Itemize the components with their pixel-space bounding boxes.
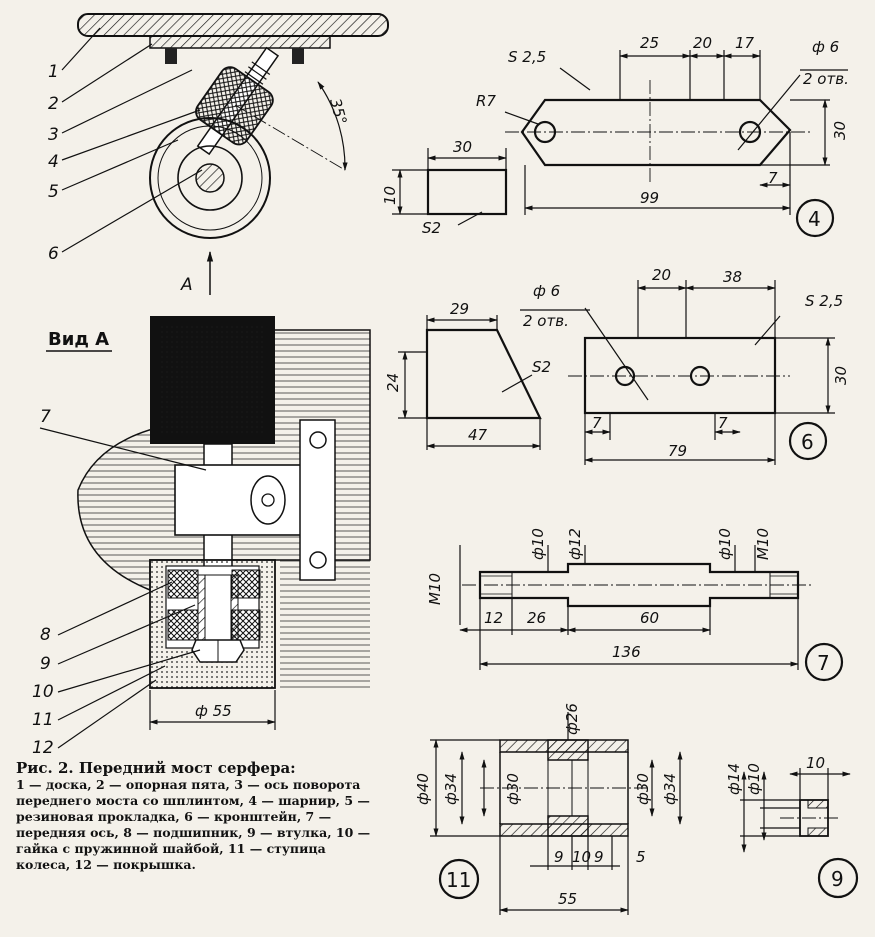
callout-2: 2 xyxy=(48,94,59,114)
part-6-dim-30: 30 xyxy=(832,366,850,385)
part-11-dim-9a: 9 xyxy=(554,848,564,866)
part-11-phi26: ф26 xyxy=(563,703,581,735)
support-heel xyxy=(149,35,331,49)
part-6-dim-38: 38 xyxy=(723,268,742,286)
axle-hub xyxy=(195,163,225,193)
part-4-thickness: S 2,5 xyxy=(508,48,546,66)
callout-7: 7 xyxy=(40,407,51,427)
part-7-m10-left: М10 xyxy=(426,573,444,605)
caption-body: 1 — доска, 2 — опорная пята, 3 — ось пов… xyxy=(16,777,371,872)
part-9-dim-10: 10 xyxy=(806,754,825,772)
part-6-wedge xyxy=(425,328,542,420)
part-9-phi14: ф14 xyxy=(725,763,743,795)
part-6-dim-7a: 7 xyxy=(592,414,602,432)
part-7-dim-26: 26 xyxy=(527,609,546,627)
part-4-strip-length: 30 xyxy=(453,138,472,156)
callout-4: 4 xyxy=(48,152,59,172)
part-7-phi12: ф12 xyxy=(566,528,584,560)
part-7-phi10-left: ф10 xyxy=(529,528,547,560)
part-4-detail: S 2,5 R7 ф 6 2 отв. 25 20 17 30 7 99 30 … xyxy=(381,34,849,238)
part-11-phi30-right: ф30 xyxy=(634,773,652,805)
part-4-dim-30: 30 xyxy=(831,121,849,140)
part-6-wedge-height: 24 xyxy=(384,373,402,392)
part-4-strip-height: 10 xyxy=(381,186,399,205)
part-4-number: 4 xyxy=(808,207,821,231)
part-6-plate xyxy=(583,336,777,415)
part-6-dim-7b: 7 xyxy=(718,414,728,432)
part-11-phi40: ф40 xyxy=(414,773,432,805)
part-11-dim-9b: 9 xyxy=(594,848,604,866)
part-9-number: 9 xyxy=(831,867,844,891)
figure-caption: Рис. 2. Передний мост серфера: 1 — доска… xyxy=(16,760,376,873)
callout-5: 5 xyxy=(48,182,59,202)
rubber-pad xyxy=(195,66,274,146)
part-11-dim-55: 55 xyxy=(558,890,577,908)
part-6-wedge-thickness: S2 xyxy=(532,358,551,376)
part-4-strip-thickness: S2 xyxy=(422,219,441,237)
part-6-number: 6 xyxy=(801,430,814,454)
part-11-detail: ф26 ф40 ф34 ф30 ф30 ф34 9 10 9 5 55 11 xyxy=(414,703,683,915)
part-11-phi30-left: ф30 xyxy=(504,773,522,805)
part-11-number: 11 xyxy=(446,868,471,892)
part-9-phi10: ф10 xyxy=(745,763,763,795)
callout-11: 11 xyxy=(32,710,54,730)
part-6-wedge-top: 29 xyxy=(450,300,469,318)
part-7-dim-60: 60 xyxy=(640,609,659,627)
part-9-detail: ф14 ф10 10 9 xyxy=(725,754,859,899)
callout-6: 6 xyxy=(48,244,59,264)
callout-3: 3 xyxy=(48,125,59,145)
callout-1: 1 xyxy=(48,62,59,82)
wheel-outer xyxy=(149,117,271,239)
part-4-holes-count: 2 отв. xyxy=(803,70,849,88)
bearing xyxy=(167,569,199,599)
part-11-dim-10: 10 xyxy=(572,848,591,866)
part-7-phi10-right: ф10 xyxy=(716,528,734,560)
part-6-dim-20: 20 xyxy=(652,266,671,284)
part-11-phi34-left: ф34 xyxy=(442,773,460,805)
part-4-number-circle xyxy=(795,198,835,238)
part-6-thickness: S 2,5 xyxy=(805,292,843,310)
callout-9: 9 xyxy=(40,654,51,674)
part-11-phi34-right: ф34 xyxy=(661,773,679,805)
part-9-number-circle xyxy=(817,857,859,899)
part-11-number-circle xyxy=(438,858,480,900)
part-7-detail: М10 ф10 ф12 ф10 М10 12 26 60 136 7 xyxy=(426,528,844,682)
part-6-dim-79: 79 xyxy=(668,442,687,460)
part-4-dim-25: 25 xyxy=(640,34,659,52)
part-7-number: 7 xyxy=(817,651,830,675)
part-4-radius: R7 xyxy=(476,92,496,110)
callout-8: 8 xyxy=(40,625,51,645)
part-6-detail: ф 6 2 отв. S 2,5 20 38 30 7 79 7 29 24 4… xyxy=(384,266,850,465)
callout-10: 10 xyxy=(32,682,54,702)
part-7-dim-136: 136 xyxy=(612,643,641,661)
part-6-number-circle xyxy=(788,421,828,461)
part-4-dim-17: 17 xyxy=(735,34,755,52)
hub-diameter: ф 55 xyxy=(195,702,232,720)
part-6-holes-count: 2 отв. xyxy=(523,312,569,330)
side-view: 35° 1 2 3 4 5 6 А xyxy=(48,13,389,295)
angle-label: 35° xyxy=(326,96,350,126)
part-6-holes: ф 6 xyxy=(533,282,560,300)
part-4-plate xyxy=(520,98,792,167)
board xyxy=(77,13,389,37)
part-7-m10-right: М10 xyxy=(754,528,772,560)
view-arrow-label: А xyxy=(180,275,193,295)
caption-title: Рис. 2. Передний мост серфера: xyxy=(16,759,296,777)
part-6-wedge-bottom: 47 xyxy=(468,426,488,444)
view-a: Вид А ф 55 xyxy=(32,316,371,758)
part-4-dim-99: 99 xyxy=(640,189,659,207)
part-4-strip xyxy=(426,168,508,216)
part-4-dim-7: 7 xyxy=(768,169,778,187)
part-7-dim-12: 12 xyxy=(484,609,503,627)
view-a-title: Вид А xyxy=(48,329,109,350)
part-4-holes: ф 6 xyxy=(812,38,839,56)
part-4-dim-20: 20 xyxy=(693,34,712,52)
callout-12: 12 xyxy=(32,738,54,758)
part-11-dim-5: 5 xyxy=(636,848,646,866)
part-7-number-circle xyxy=(804,642,844,682)
